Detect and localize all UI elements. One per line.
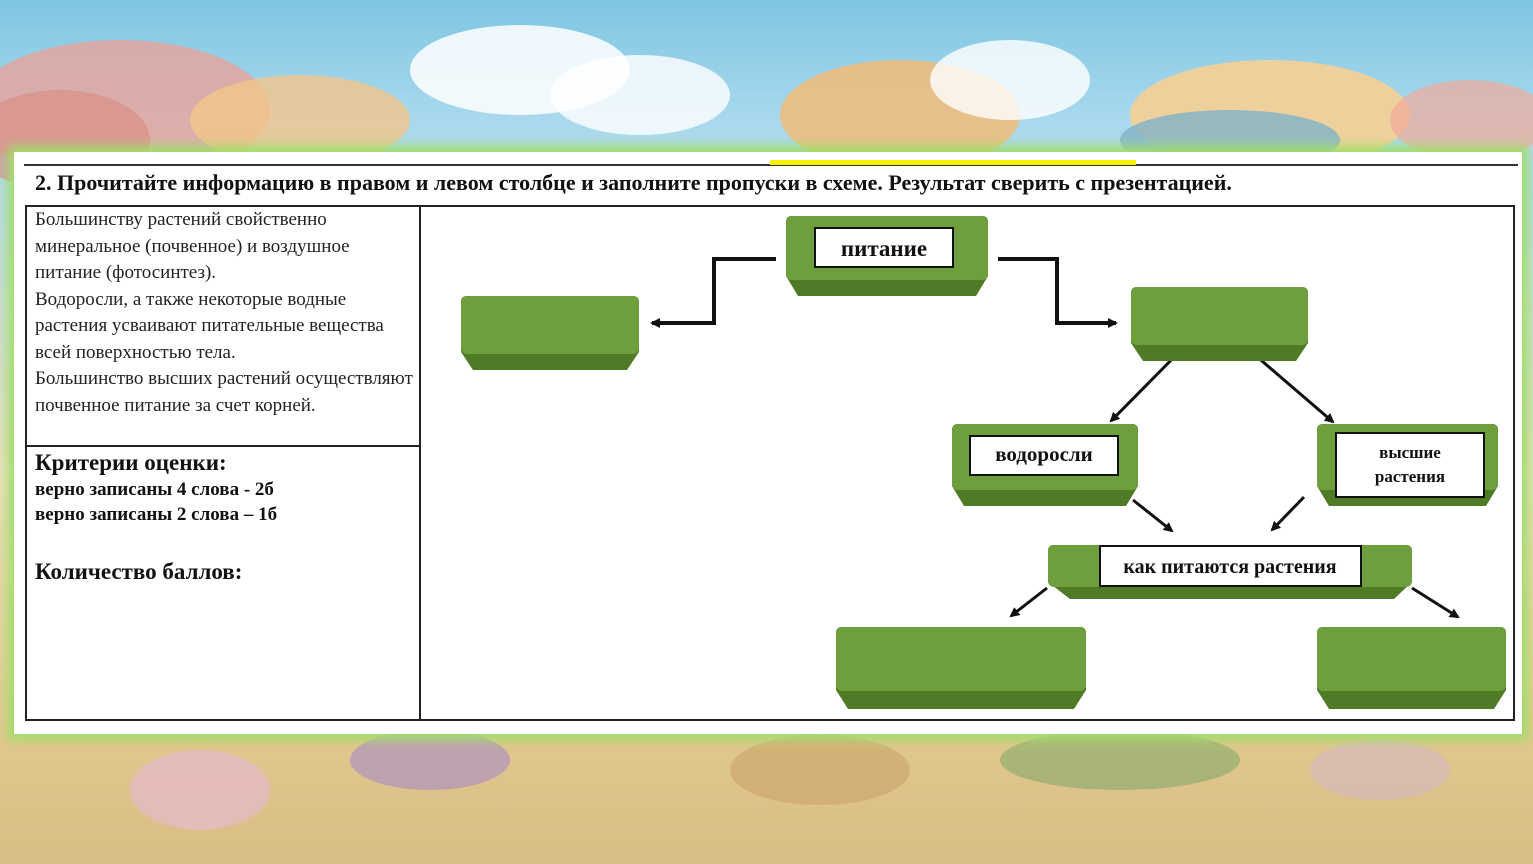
arrow-how-to-bottom-left bbox=[1009, 586, 1048, 618]
top-rule bbox=[24, 164, 1518, 166]
box-algae: водоросли bbox=[952, 424, 1138, 506]
box-how-plants-feed: как питаются растения bbox=[1048, 545, 1412, 599]
task-title: 2. Прочитайте информацию в правом и лево… bbox=[35, 170, 1232, 195]
score-label: Количество баллов: bbox=[35, 559, 243, 584]
label-algae: водоросли bbox=[995, 442, 1093, 466]
column-divider bbox=[419, 207, 421, 719]
arrow-to-right-box bbox=[998, 257, 1118, 328]
worksheet-panel: 2. Прочитайте информацию в правом и лево… bbox=[14, 152, 1522, 734]
info-paragraph-3: Большинство высших растений осуществляют… bbox=[35, 368, 413, 416]
box-nutrition: питание bbox=[786, 216, 988, 296]
arrow-higher-to-how bbox=[1270, 495, 1306, 532]
arrow-algae-to-how bbox=[1132, 498, 1174, 533]
box-blank-right[interactable] bbox=[1131, 287, 1308, 361]
label-higher-plants-2: растения bbox=[1375, 467, 1445, 486]
box-higher-plants: высшие растения bbox=[1317, 424, 1498, 506]
criteria-line-1: верно записаны 4 слова - 2б bbox=[35, 479, 274, 500]
criteria-title: Критерии оценки: bbox=[35, 450, 227, 475]
yellow-highlight-bar bbox=[770, 160, 1136, 165]
arrow-to-left-box bbox=[650, 257, 776, 328]
task-table: Большинству растений свойственно минерал… bbox=[25, 205, 1515, 721]
box-blank-bottom-right[interactable] bbox=[1317, 627, 1506, 709]
label-higher-plants-1: высшие bbox=[1379, 443, 1441, 462]
row-divider bbox=[27, 445, 419, 447]
arrow-how-to-bottom-right bbox=[1411, 586, 1460, 619]
criteria-line-2: верно записаны 2 слова – 1б bbox=[35, 504, 278, 525]
info-paragraph-1: Большинству растений свойственно минерал… bbox=[35, 209, 350, 283]
info-paragraph-2: Водоросли, а также некоторые водные раст… bbox=[35, 288, 384, 363]
label-nutrition: питание bbox=[841, 236, 927, 261]
info-column: Большинству растений свойственно минерал… bbox=[35, 207, 415, 419]
criteria-cell: Критерии оценки: верно записаны 4 слова … bbox=[35, 449, 415, 585]
box-blank-bottom-left[interactable] bbox=[836, 627, 1086, 709]
label-how-plants-feed: как питаются растения bbox=[1123, 556, 1336, 578]
box-blank-left[interactable] bbox=[461, 296, 639, 370]
nutrition-scheme: питание водоросли высшие растения bbox=[461, 216, 1506, 709]
